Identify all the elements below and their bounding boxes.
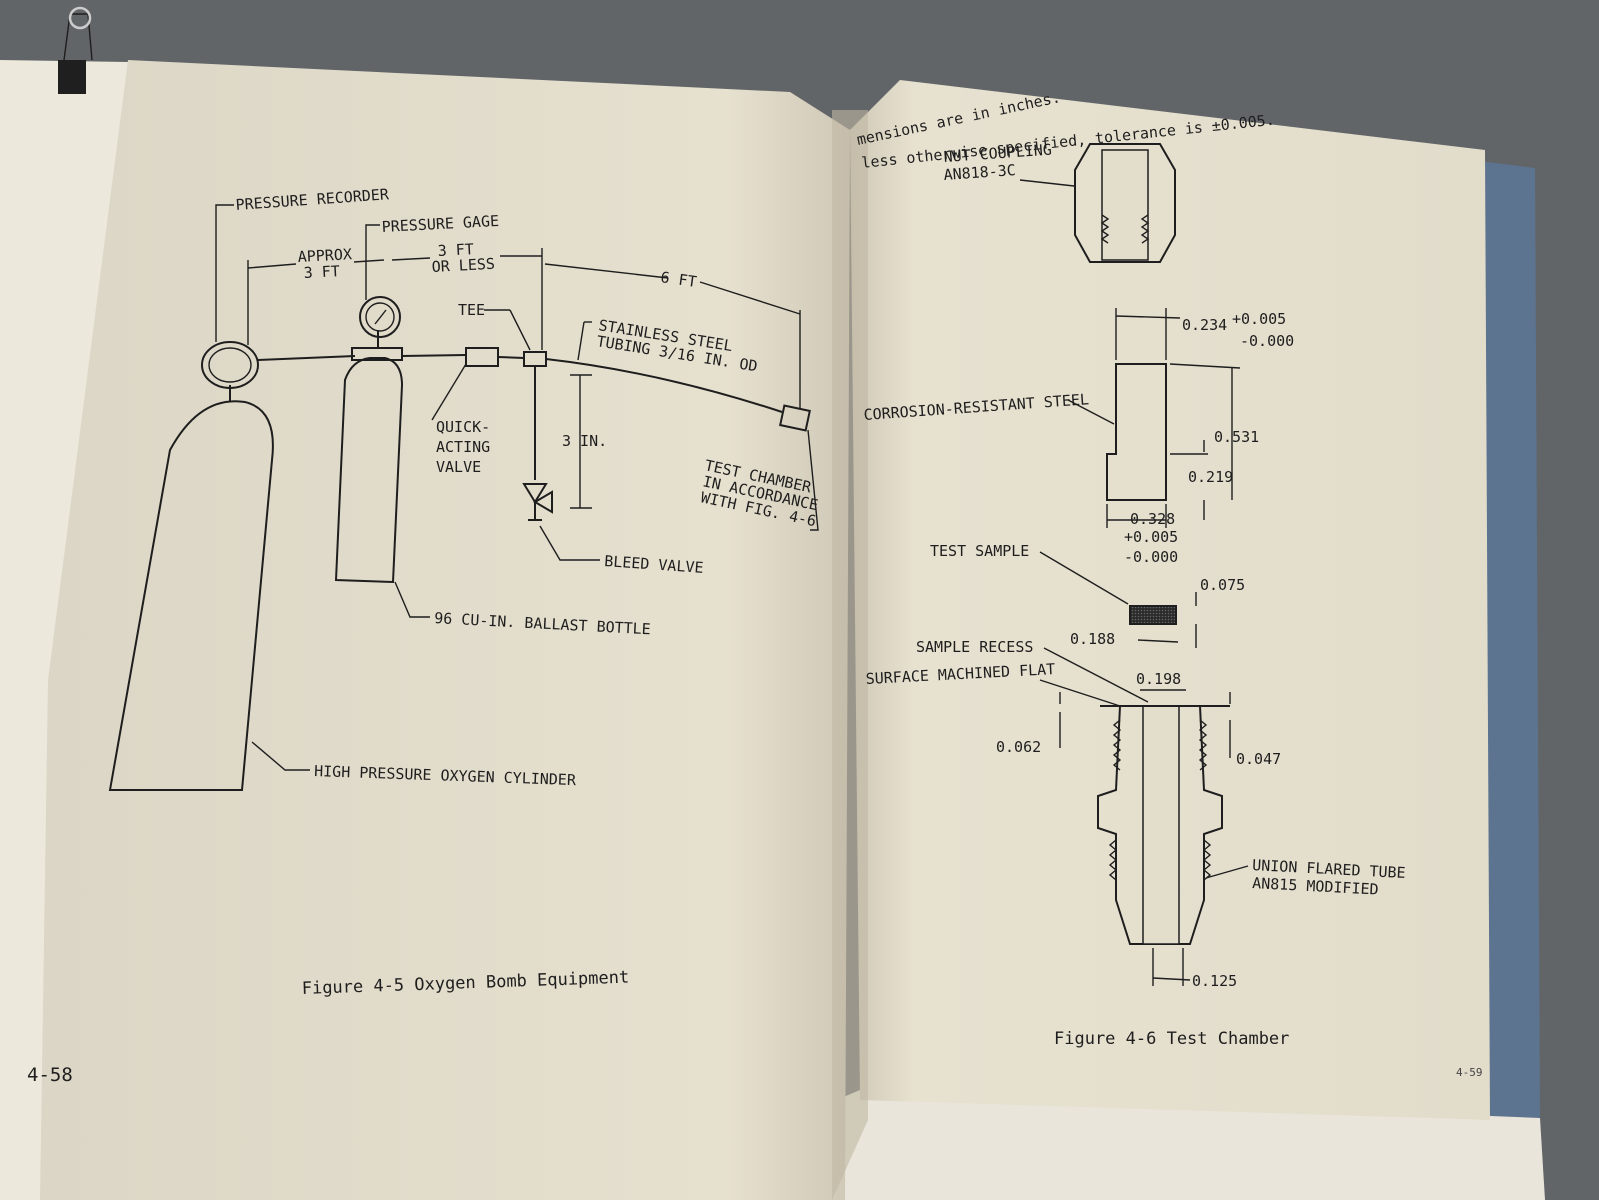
- test-chamber-shape: [779, 404, 811, 432]
- dim-0198-label: 0.198: [1136, 670, 1181, 688]
- dim-0188-label: 0.188: [1070, 630, 1115, 648]
- figure-4-5-oxygen-bomb-equipment: PRESSURE RECORDER PRESSURE GAGE APPROX 3…: [108, 185, 820, 791]
- dim-0047-label: 0.047: [1236, 750, 1281, 768]
- nut-coupling-label-line2: AN818-3C: [943, 161, 1016, 184]
- test-sample-shape: [1129, 605, 1177, 625]
- ballast-bottle-shape: [334, 357, 404, 584]
- three-ft-or-less-line2: OR LESS: [431, 255, 495, 276]
- approx-label-line2: 3 FT: [303, 262, 340, 282]
- steel-blank-shape: [1106, 363, 1167, 501]
- dim-0531-label: 0.531: [1214, 428, 1259, 446]
- three-in-label: 3 IN.: [562, 432, 607, 450]
- right-page: [850, 80, 1490, 1120]
- figure-4-6-test-chamber: NUT COUPLING AN818-3C 0.234 +0.005 -0.00…: [863, 140, 1406, 990]
- dim-0062-label: 0.062: [996, 738, 1041, 756]
- stainless-tubing: [545, 358, 783, 413]
- approx-label-line1: APPROX: [297, 245, 352, 266]
- nut-coupling-shape: [1074, 143, 1176, 263]
- dim-0234-minus: -0.000: [1240, 332, 1294, 350]
- dim-0234-plus: +0.005: [1232, 310, 1286, 328]
- dim-0234-label: 0.234: [1182, 316, 1227, 334]
- quick-acting-valve-label-line2: ACTING: [436, 438, 490, 456]
- dim-0125-label: 0.125: [1192, 972, 1237, 990]
- quick-acting-valve-label-line3: VALVE: [436, 458, 481, 476]
- dim-0328-plus: +0.005: [1124, 528, 1178, 546]
- pressure-gage-dial: [359, 296, 401, 338]
- dim-0328-minus: -0.000: [1124, 548, 1178, 566]
- sample-recess-label: SAMPLE RECESS: [916, 638, 1033, 656]
- three-ft-or-less-line1: 3 FT: [437, 240, 474, 260]
- union-flared-tube-shape: [1097, 705, 1223, 945]
- figure-4-6-caption: Figure 4-6 Test Chamber: [1054, 1029, 1289, 1049]
- right-page-number: 4-59: [1456, 1066, 1483, 1079]
- six-ft-label: 6 FT: [659, 268, 697, 291]
- gutter-shadow: [832, 110, 868, 1200]
- dim-0075-label: 0.075: [1200, 576, 1245, 594]
- pressure-recorder-dial: [201, 341, 259, 389]
- oxygen-cylinder-shape: [108, 400, 274, 791]
- bleed-valve-shape: [522, 483, 548, 504]
- left-page-number: 4-58: [27, 1064, 73, 1086]
- binder-clip: [58, 6, 93, 94]
- tee-label: TEE: [458, 301, 485, 319]
- test-sample-label: TEST SAMPLE: [930, 542, 1029, 560]
- quick-acting-valve-label-line1: QUICK-: [436, 418, 490, 436]
- dim-0219-label: 0.219: [1188, 468, 1233, 486]
- dim-0328-label: 0.328: [1130, 510, 1175, 528]
